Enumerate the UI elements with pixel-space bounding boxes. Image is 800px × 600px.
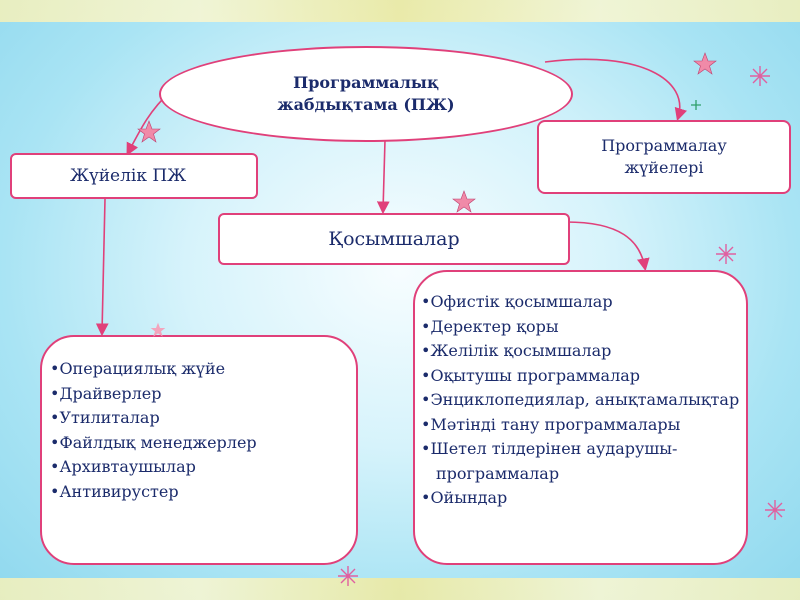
ornament-band-top [0, 0, 800, 22]
list-item: Деректер қоры [421, 315, 746, 340]
link-applications-list [565, 221, 650, 272]
programming-systems-node: Программалау жүйелері [537, 120, 791, 194]
list-item: Файлдық менеджерлер [50, 431, 356, 456]
list-item: Желілік қосымшалар [421, 339, 746, 364]
system-software-node: Жүйелік ПЖ [10, 153, 258, 199]
applications-node: Қосымшалар [218, 213, 570, 265]
sparkle-icon [765, 500, 785, 520]
star-icon [137, 120, 161, 143]
link-system-list [95, 198, 109, 337]
star-icon [693, 52, 717, 75]
star-icon [150, 322, 166, 337]
ornament-band-bottom [0, 578, 800, 600]
sparkle-icon [750, 66, 770, 86]
list-item: Офистік қосымшалар [421, 290, 746, 315]
sparkle-icon [338, 566, 358, 586]
root-node: Программалық жабдықтама (ПЖ) [159, 46, 573, 142]
list-item: Энциклопедиялар, анықтамалықтар [421, 388, 746, 413]
list-item: Шетел тілдерінен аударушы-программалар [421, 437, 746, 486]
list-item: Антивирустер [50, 480, 356, 505]
sparkle-icon [691, 100, 701, 110]
list-item: Архивтаушылар [50, 455, 356, 480]
list-item: Мәтінді тану программалары [421, 413, 746, 438]
system-software-list: Операциялық жүйе Драйверлер Утилиталар Ф… [40, 335, 358, 565]
list-item: Ойындар [421, 486, 746, 511]
list-item: Операциялық жүйе [50, 357, 356, 382]
applications-list: Офистік қосымшалар Деректер қоры Желілік… [413, 270, 748, 565]
list-item: Оқытушы программалар [421, 364, 746, 389]
link-root-applications [376, 139, 390, 215]
link-root-programming [544, 58, 687, 122]
list-item: Утилиталар [50, 406, 356, 431]
list-item: Драйверлер [50, 382, 356, 407]
sparkle-icon [716, 244, 736, 264]
star-icon [452, 190, 476, 213]
